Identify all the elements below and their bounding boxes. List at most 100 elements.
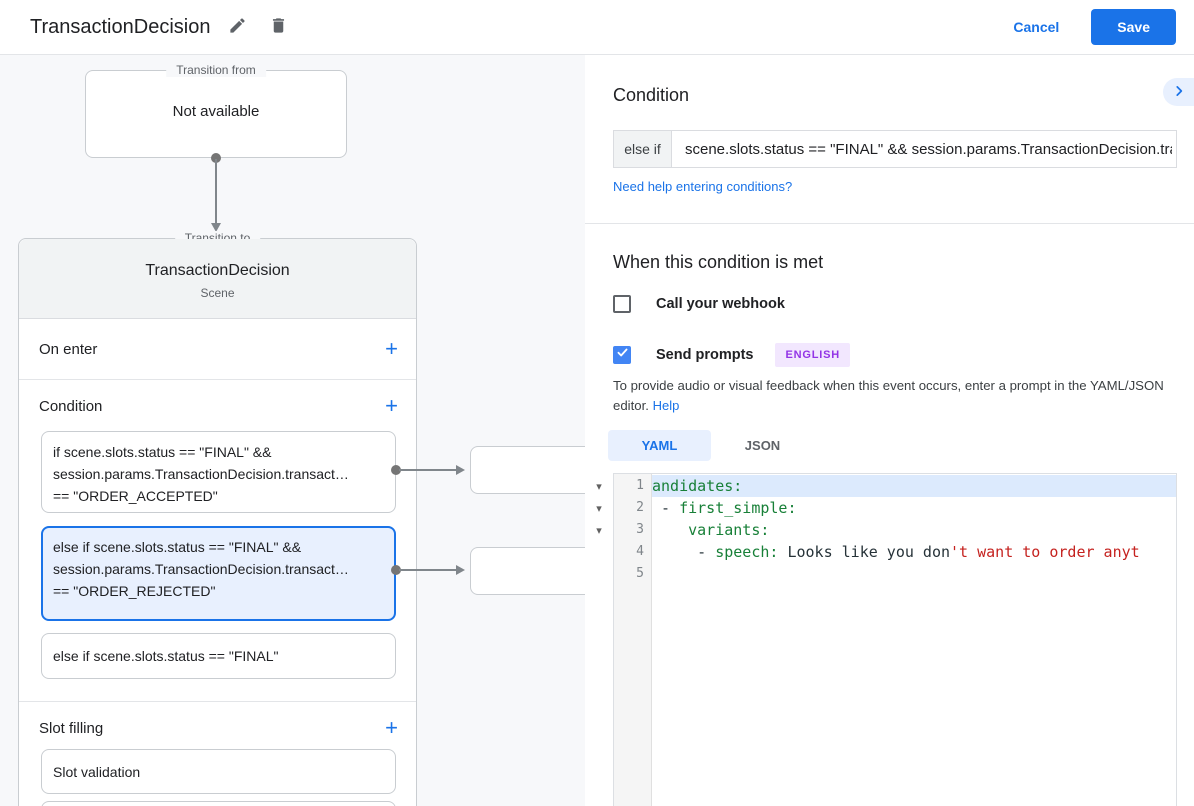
divider <box>19 701 416 702</box>
line-number: 4 <box>636 544 644 559</box>
cancel-button[interactable]: Cancel <box>997 11 1075 43</box>
condition-line: == "ORDER_ACCEPTED" <box>53 488 218 504</box>
condition-line: else if scene.slots.status == "FINAL" && <box>53 539 302 555</box>
yaml-dash: - <box>652 543 716 561</box>
scene-card: Transition to TransactionDecision Scene … <box>18 231 417 806</box>
fold-toggle-icon[interactable]: ▾ <box>596 503 602 515</box>
yaml-code-editor[interactable]: 1 2 3 4 5 andidates: - first_simple: var… <box>613 473 1177 806</box>
condition-card-final[interactable]: else if scene.slots.status == "FINAL" <box>41 633 396 679</box>
yaml-key: first_simple: <box>679 499 797 517</box>
connector-dot <box>211 153 221 163</box>
connector-dot <box>391 565 401 575</box>
pencil-icon <box>228 16 247 38</box>
panel-title: Condition <box>613 85 690 105</box>
call-webhook-label: Call your webhook <box>656 296 785 312</box>
condition-line: == "ORDER_REJECTED" <box>53 583 216 599</box>
line-number: 3 <box>636 522 644 537</box>
trash-icon <box>269 16 288 38</box>
code-line-5 <box>652 563 1176 585</box>
condition-card-accepted[interactable]: if scene.slots.status == "FINAL" && sess… <box>41 431 396 513</box>
code-line-1: andidates: <box>652 475 1176 497</box>
top-bar: TransactionDecision Cancel Save <box>0 0 1194 55</box>
transition-from-legend: Transition from <box>166 63 266 77</box>
code-line-4: - speech: Looks like you don't want to o… <box>652 541 1176 563</box>
connector-arrow-right <box>456 465 465 475</box>
scene-card-subtitle: Scene <box>200 286 235 300</box>
add-slot-button[interactable]: + <box>385 715 398 740</box>
checkmark-icon <box>616 346 629 364</box>
on-enter-section: On enter + <box>19 319 416 379</box>
partial-card[interactable] <box>41 801 396 806</box>
slot-filling-label: Slot filling <box>39 719 104 737</box>
prompt-description-text: To provide audio or visual feedback when… <box>613 378 1164 413</box>
call-webhook-checkbox[interactable] <box>613 295 631 313</box>
on-enter-label: On enter <box>39 340 98 358</box>
send-prompts-label: Send prompts <box>656 347 754 363</box>
transition-target-box[interactable] <box>470 446 585 494</box>
condition-line: session.params.TransactionDecision.trans… <box>53 561 349 577</box>
webhook-row: Call your webhook <box>613 295 785 313</box>
yaml-text: Looks like you don <box>778 543 951 561</box>
yaml-key: andidates: <box>652 477 743 495</box>
yaml-dash: - <box>652 499 680 517</box>
help-link[interactable]: Help <box>652 398 680 413</box>
chevron-right-icon <box>1172 84 1186 101</box>
connector-line <box>399 569 457 571</box>
condition-field: else if <box>613 130 1177 168</box>
scene-card-title: TransactionDecision <box>145 262 290 279</box>
connector-line <box>215 159 217 223</box>
code-area[interactable]: andidates: - first_simple: variants: - s… <box>652 474 1176 806</box>
transition-target-box[interactable] <box>470 547 585 595</box>
condition-line: session.params.TransactionDecision.trans… <box>53 466 349 482</box>
condition-input[interactable] <box>671 130 1177 168</box>
condition-line: if scene.slots.status == "FINAL" && <box>53 444 272 460</box>
transition-from-value: Not available <box>172 103 260 120</box>
edit-scene-button[interactable] <box>224 12 251 42</box>
panel-divider <box>585 223 1194 224</box>
prompt-description: To provide audio or visual feedback when… <box>613 376 1165 416</box>
line-number: 1 <box>636 478 644 493</box>
send-prompts-row: Send prompts ENGLISH <box>613 343 850 367</box>
tab-yaml[interactable]: YAML <box>608 430 711 461</box>
line-number-gutter: 1 2 3 4 5 <box>614 474 652 806</box>
delete-scene-button[interactable] <box>265 12 292 42</box>
fold-toggle-icon[interactable]: ▾ <box>596 525 602 537</box>
transition-from-box[interactable]: Transition from Not available <box>85 63 347 158</box>
when-met-heading: When this condition is met <box>613 252 824 272</box>
page-title: TransactionDecision <box>30 15 211 38</box>
connector-dot <box>391 465 401 475</box>
code-line-3: variants: <box>652 519 1176 541</box>
language-badge: ENGLISH <box>775 343 850 367</box>
scene-card-header[interactable]: TransactionDecision Scene <box>19 239 416 319</box>
condition-card-rejected-selected[interactable]: else if scene.slots.status == "FINAL" &&… <box>41 526 396 621</box>
tab-json[interactable]: JSON <box>711 430 814 461</box>
fold-gutter: ▾ ▾ ▾ <box>591 476 607 542</box>
condition-prefix: else if <box>613 130 671 168</box>
slot-validation-card[interactable]: Slot validation <box>41 749 396 794</box>
add-on-enter-button[interactable]: + <box>385 336 398 361</box>
line-number: 5 <box>636 566 644 581</box>
fold-toggle-icon[interactable]: ▾ <box>596 481 602 493</box>
condition-line: else if scene.slots.status == "FINAL" <box>53 648 279 664</box>
connector-arrow-down <box>211 223 221 232</box>
yaml-key: variants: <box>688 521 770 539</box>
divider <box>19 379 416 380</box>
scene-flow-canvas: Transition from Not available Transition… <box>0 55 585 806</box>
save-button[interactable]: Save <box>1091 9 1176 45</box>
condition-section: Condition + <box>19 381 416 431</box>
collapse-panel-button[interactable] <box>1163 78 1194 106</box>
connector-arrow-right <box>456 565 465 575</box>
yaml-key: speech: <box>715 543 779 561</box>
slot-validation-label: Slot validation <box>53 763 141 780</box>
code-line-2: - first_simple: <box>652 497 1176 519</box>
send-prompts-checkbox[interactable] <box>613 346 631 364</box>
line-number: 2 <box>636 500 644 515</box>
slot-filling-section: Slot filling + <box>19 703 416 753</box>
condition-help-link[interactable]: Need help entering conditions? <box>613 179 793 194</box>
add-condition-button[interactable]: + <box>385 393 398 418</box>
editor-tabs: YAML JSON <box>608 430 814 461</box>
condition-editor-panel: Condition else if Need help entering con… <box>585 55 1194 806</box>
condition-section-label: Condition <box>39 397 103 415</box>
yaml-string: 't want to order anyt <box>950 543 1140 561</box>
connector-line <box>399 469 457 471</box>
